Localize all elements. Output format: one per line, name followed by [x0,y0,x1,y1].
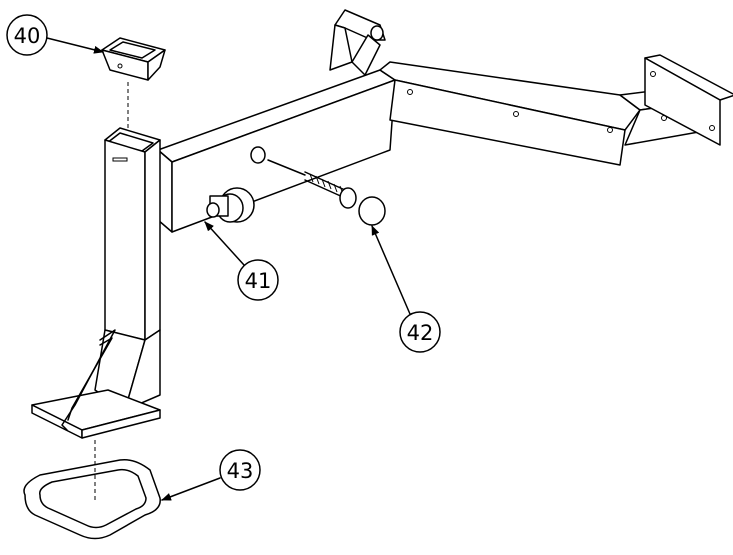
callout-43-label: 43 [227,459,254,483]
part-42-spring-pin [250,146,386,226]
handle-bracket [329,9,386,76]
callout-41: 41 [204,221,279,301]
callout-40: 40 [6,14,104,56]
callout-43: 43 [161,449,261,501]
part-41-knob [206,187,255,223]
callout-42: 42 [371,225,441,353]
part-40-end-cap [101,37,166,128]
callout-41-label: 41 [245,269,272,293]
callout-42-label: 42 [407,321,434,345]
vertical-leg-tube [31,127,161,439]
callout-40-label: 40 [14,24,41,48]
part-43-foot-pad [23,440,161,540]
